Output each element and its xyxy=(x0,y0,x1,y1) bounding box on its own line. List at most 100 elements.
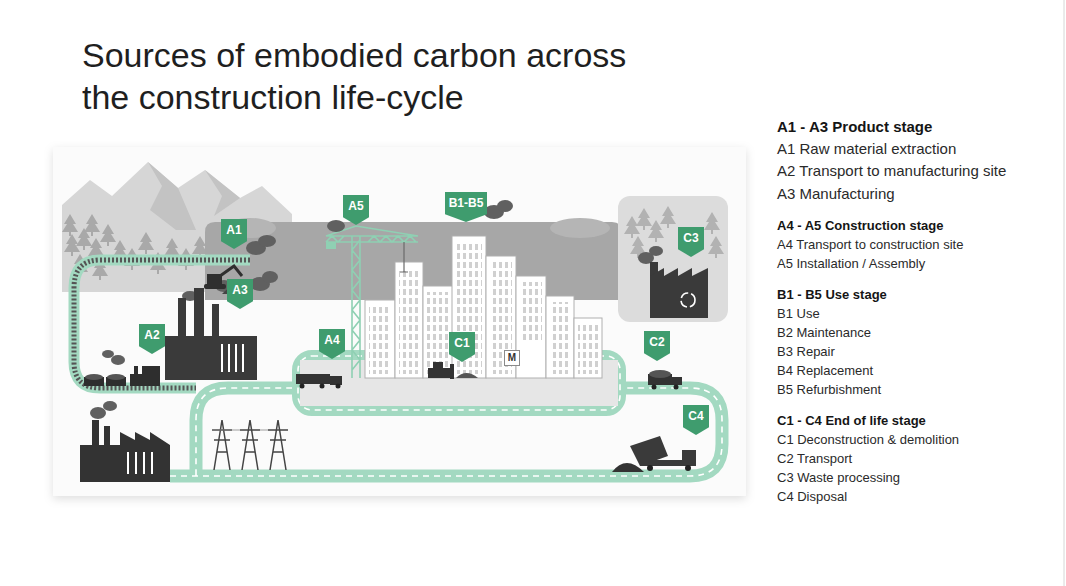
building xyxy=(574,318,602,378)
smoke-cloud xyxy=(649,246,663,256)
stage-tag: C1 xyxy=(449,332,475,362)
stage-item: A5 Installation / Assembly xyxy=(777,256,925,272)
stage-code: A2 xyxy=(139,324,165,346)
stage-tag: B1-B5 xyxy=(445,192,487,222)
smoke-cloud xyxy=(262,271,278,283)
forest-area xyxy=(618,196,728,322)
wagon-load xyxy=(85,374,103,380)
power-pylon xyxy=(212,420,232,470)
stage-code: C4 xyxy=(683,405,709,427)
stage-code: B1-B5 xyxy=(445,192,487,214)
building xyxy=(365,300,395,378)
building xyxy=(423,286,453,378)
building-windows xyxy=(550,302,570,374)
factory xyxy=(165,336,257,380)
stage-tag: A4 xyxy=(319,329,345,359)
stage-item: B2 Maintenance xyxy=(777,325,871,341)
wheel xyxy=(336,384,341,389)
wheel xyxy=(647,465,653,471)
wheel xyxy=(320,384,325,389)
building-windows xyxy=(520,282,542,342)
tag-fill xyxy=(227,279,253,309)
locomotive-chimney xyxy=(134,366,138,374)
stage-item: C1 Deconstruction & demolition xyxy=(777,432,959,448)
smoke-cloud xyxy=(90,407,106,419)
chimney xyxy=(178,298,186,338)
building xyxy=(516,276,546,378)
chimney xyxy=(104,426,110,445)
excavator-arm xyxy=(220,266,242,276)
stage-tag: A5 xyxy=(343,195,369,225)
smoke-cloud xyxy=(258,235,276,247)
tag-fill xyxy=(449,332,475,362)
illustration-panel xyxy=(53,147,746,496)
stage-heading: C1 - C4 End of life stage xyxy=(777,413,926,429)
wagon-load xyxy=(107,374,125,380)
stage-tag: C4 xyxy=(683,405,709,435)
chimney xyxy=(92,420,99,445)
page-edge xyxy=(1064,0,1065,586)
tree xyxy=(660,206,676,228)
building-windows xyxy=(427,292,449,374)
tree xyxy=(624,216,640,238)
stage-heading: B1 - B5 Use stage xyxy=(777,287,887,303)
power-pylon xyxy=(268,420,288,470)
wheel xyxy=(652,385,657,390)
smoke-cloud xyxy=(102,350,114,358)
dump-cab xyxy=(682,450,696,466)
building xyxy=(546,296,574,378)
diagram-title: Sources of embodied carbon across the co… xyxy=(82,34,657,118)
stage-code: C3 xyxy=(678,227,704,249)
stage-item: B1 Use xyxy=(777,306,820,322)
stage-tag: C3 xyxy=(678,227,704,257)
tree xyxy=(100,224,116,246)
dump-chassis xyxy=(640,460,682,466)
stage-item: A2 Transport to manufacturing site xyxy=(777,162,1006,180)
power-line xyxy=(212,430,268,431)
recycling-symbol xyxy=(681,293,695,307)
recycling-factory xyxy=(650,268,708,318)
stage-tag: A1 xyxy=(221,219,247,249)
stage-item: A4 Transport to construction site xyxy=(777,237,963,253)
stage-code: C1 xyxy=(449,332,475,354)
crane-tower xyxy=(352,236,360,378)
truck-cab xyxy=(330,376,342,385)
tree xyxy=(708,236,724,258)
stage-code: A5 xyxy=(343,195,369,217)
smoke-cloud xyxy=(103,401,117,411)
stage-tag: A2 xyxy=(139,324,165,354)
sign-letter: M xyxy=(505,351,519,365)
tag-fill xyxy=(683,405,709,435)
truck-cab xyxy=(672,377,682,385)
tag-fill xyxy=(644,331,670,361)
crane-hook xyxy=(400,242,408,272)
stage-tag: C2 xyxy=(644,331,670,361)
tree xyxy=(62,214,78,236)
chimney xyxy=(194,288,204,338)
crane-counterweight xyxy=(326,242,336,249)
metro-sign: M xyxy=(504,350,520,366)
factory-windows xyxy=(222,344,243,372)
factory xyxy=(80,432,170,482)
stage-item: B3 Repair xyxy=(777,344,835,360)
chimney xyxy=(212,304,219,338)
bulldozer-blade xyxy=(450,364,454,379)
building xyxy=(395,262,423,378)
locomotive xyxy=(130,366,160,386)
bulldozer xyxy=(428,368,450,378)
wheel xyxy=(300,384,305,389)
tree xyxy=(138,232,154,254)
smog-puff xyxy=(550,218,610,238)
bulldozer-cab xyxy=(433,362,443,368)
excavator-track xyxy=(204,284,226,289)
stage-heading: A1 - A3 Product stage xyxy=(777,118,932,136)
stage-code: A3 xyxy=(227,279,253,301)
tag-fill xyxy=(221,219,247,249)
truck-load xyxy=(649,370,671,378)
stage-item: A3 Manufacturing xyxy=(777,185,895,203)
smoke-cloud xyxy=(327,220,345,232)
stage-item: B5 Refurbishment xyxy=(777,382,881,398)
tag-fill xyxy=(343,195,369,225)
truck-trailer xyxy=(296,374,330,384)
